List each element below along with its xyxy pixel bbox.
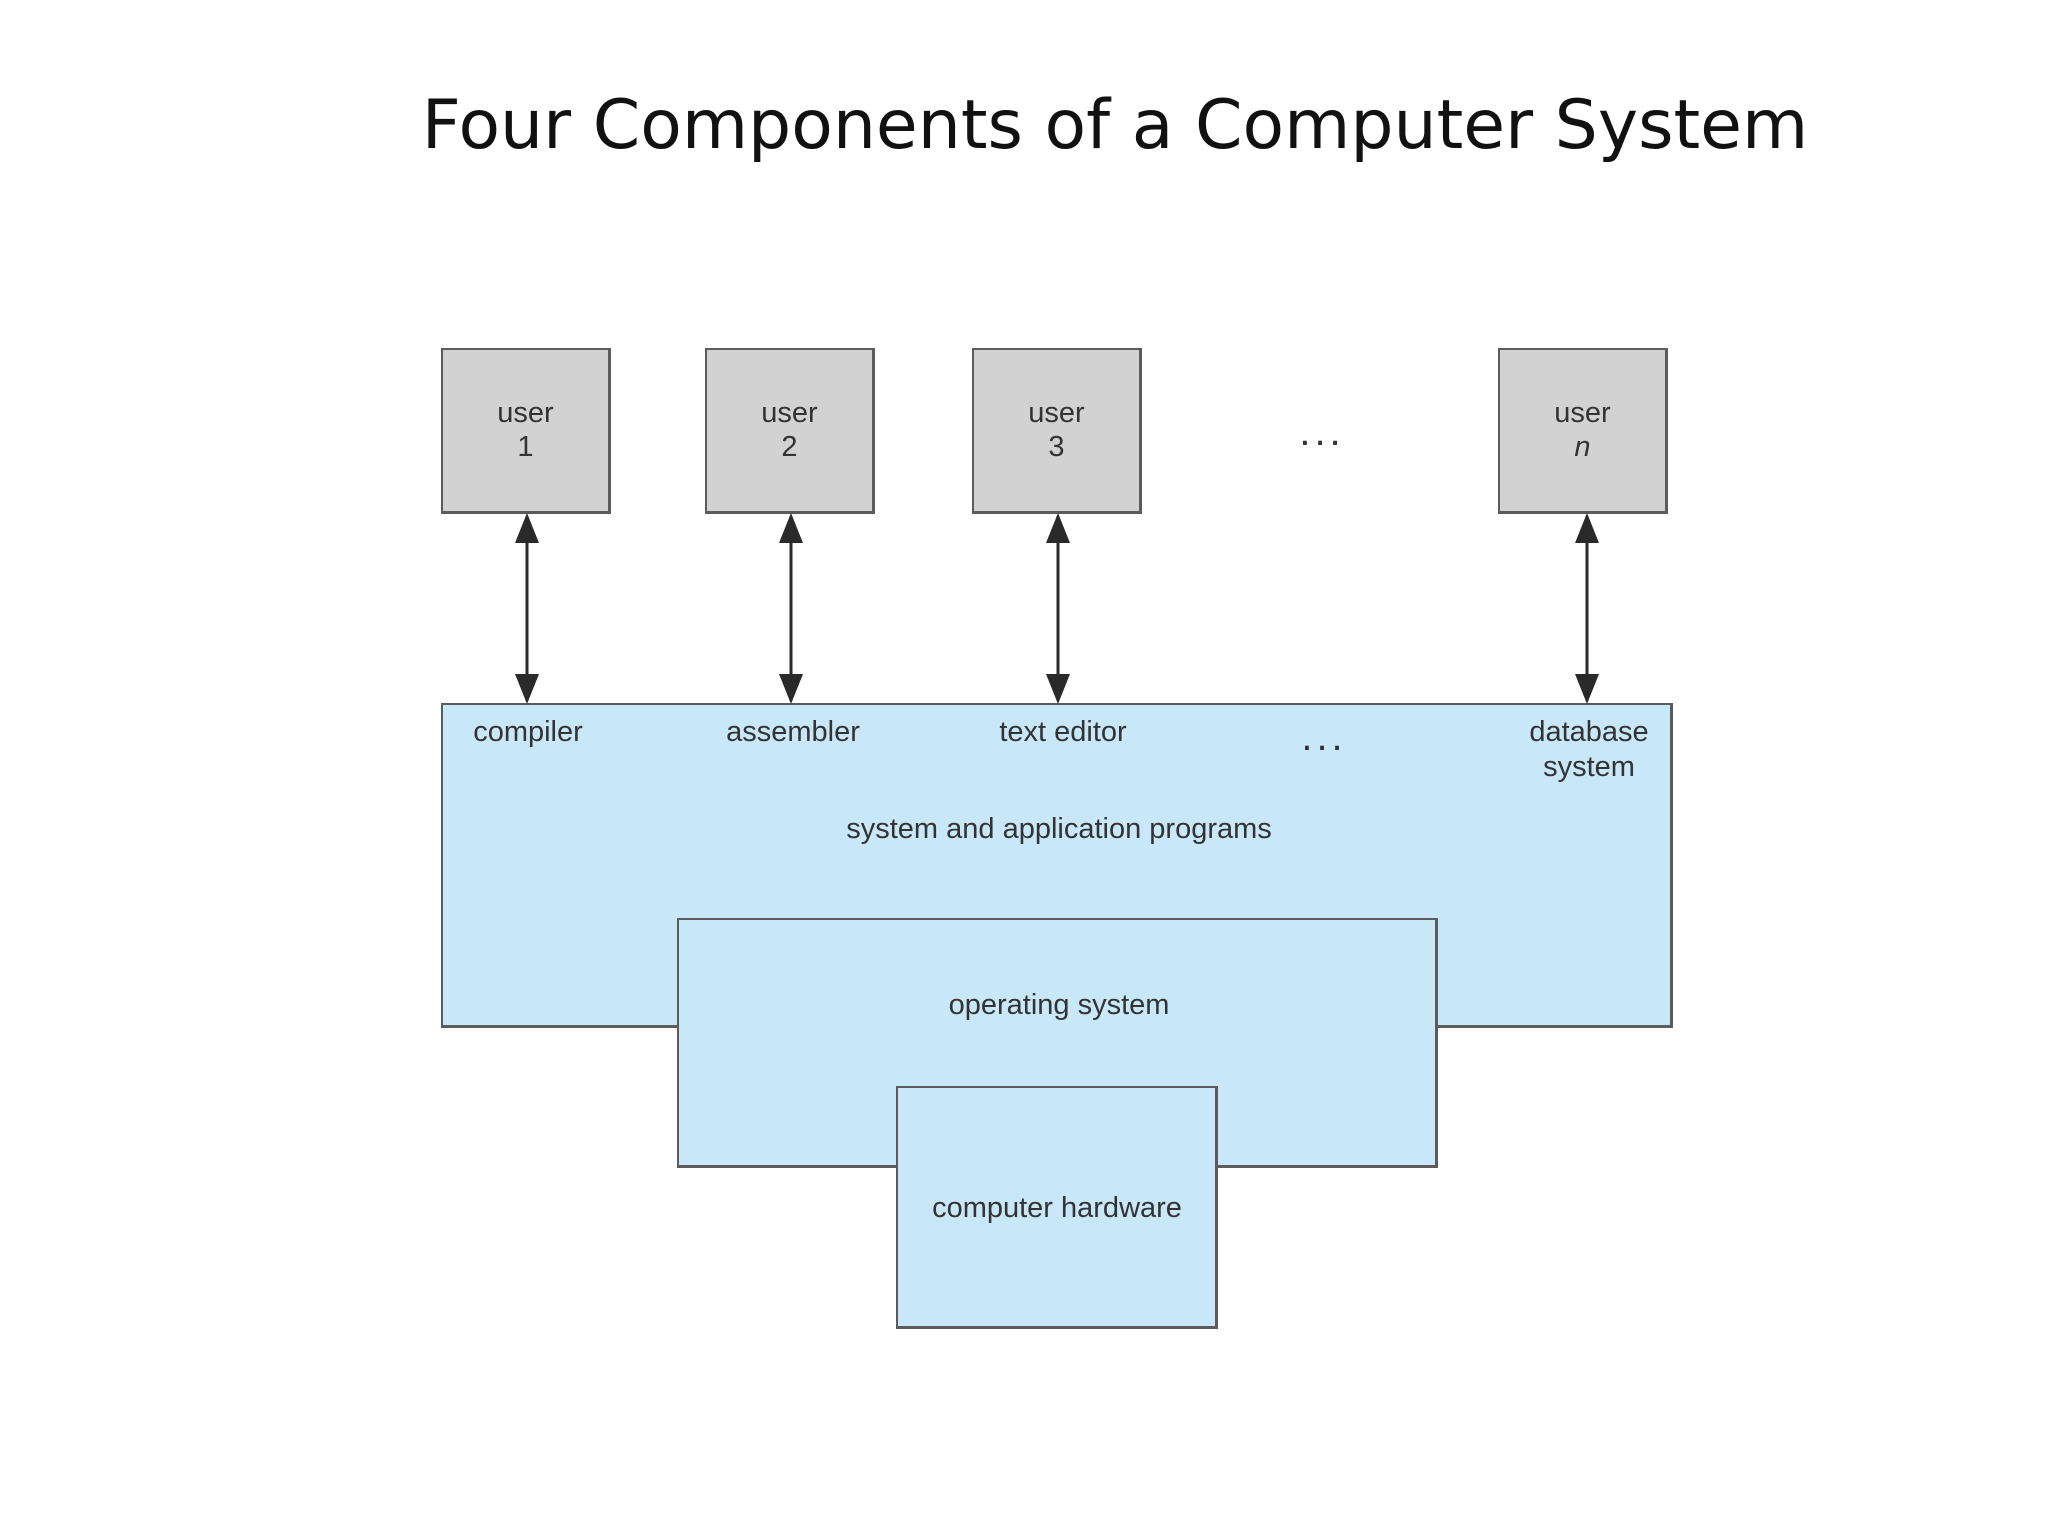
programs-ellipsis: ... [1301,715,1347,759]
database-label-line2: system [1543,751,1635,783]
users-ellipsis: ... [1299,410,1345,454]
user-3-label-line1: user [1028,397,1085,429]
slide-title: Four Components of a Computer System [421,86,1809,165]
database-label-line1: database [1529,716,1649,748]
user-n-label-line2: n [1574,431,1591,463]
user-2-label-line1: user [761,397,818,429]
hardware-label: computer hardware [932,1192,1182,1224]
compiler-label: compiler [473,716,583,748]
user-2-label-line2: 2 [781,431,798,463]
user-3-label-line2: 3 [1048,431,1065,463]
user-box-1: user 1 [441,348,611,514]
user-box-2: user 2 [705,348,875,514]
os-label: operating system [948,989,1170,1021]
user-1-label-line2: 1 [517,431,534,463]
text-editor-label: text editor [999,716,1127,748]
user-1-label-line1: user [497,397,554,429]
assembler-label: assembler [726,716,860,748]
apps-layer-label: system and application programs [846,813,1272,845]
user-box-3: user 3 [972,348,1142,514]
user-n-label-line1: user [1554,397,1611,429]
user-box-n: user n [1498,348,1668,514]
computer-hardware-layer: computer hardware [896,1086,1218,1329]
